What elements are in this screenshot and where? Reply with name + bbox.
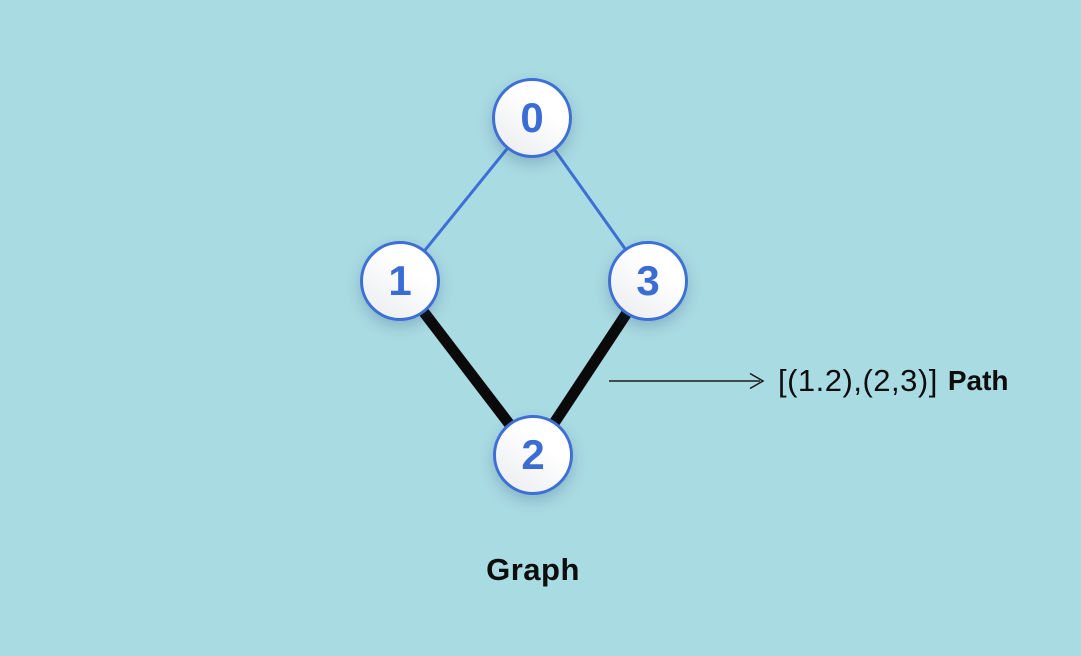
path-annotation-tuple: [(1.2),(2,3)]: [778, 363, 938, 398]
graph-node-3: 3: [608, 241, 688, 321]
graph-node-1: 1: [360, 241, 440, 321]
annotation-arrowhead-icon: [749, 372, 765, 390]
graph-node-0: 0: [492, 78, 572, 158]
path-annotation-label: Path: [947, 365, 1009, 396]
path-annotation: [(1.2),(2,3)] Path: [778, 360, 1009, 402]
diagram-title: Graph: [486, 552, 580, 587]
node-2-label: 2: [521, 431, 545, 478]
node-3-label: 3: [636, 257, 660, 304]
node-0-label: 0: [520, 94, 544, 141]
graph-node-2: 2: [493, 415, 573, 495]
node-1-label: 1: [388, 257, 412, 304]
